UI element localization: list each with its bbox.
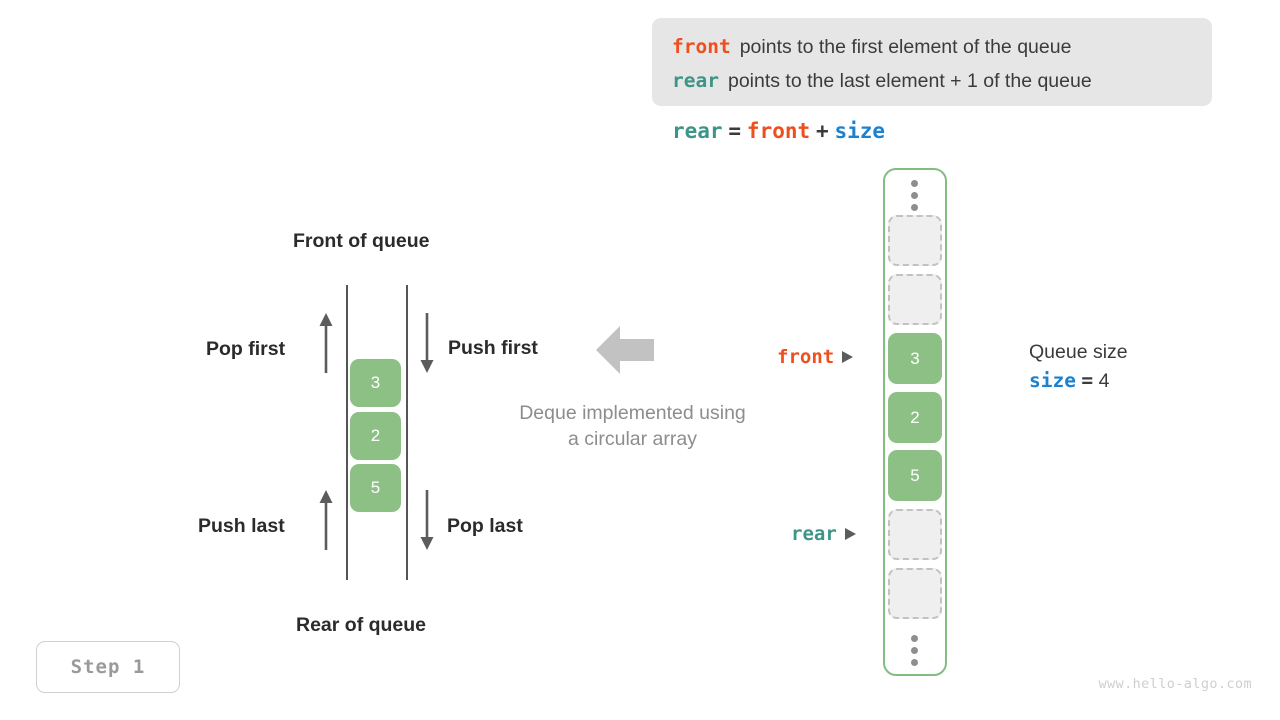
legend-keyword-rear: rear: [672, 69, 719, 92]
size-equals: =: [1081, 369, 1094, 392]
rear-pointer-text: rear: [791, 523, 837, 545]
array-slot: 5: [888, 450, 942, 501]
push-first-label: Push first: [448, 337, 538, 359]
legend-description-rear: points to the last element + 1 of the qu…: [727, 70, 1092, 92]
formula-lhs: rear: [672, 119, 723, 143]
front-pointer-caret-icon: [842, 351, 854, 363]
formula-size: size: [834, 119, 886, 143]
pop-last-arrow-icon: [420, 490, 434, 550]
formula-plus: +: [815, 119, 829, 143]
push-last-label: Push last: [198, 515, 285, 537]
queue-size-title: Queue size: [1029, 341, 1128, 363]
front-of-queue-label: Front of queue: [293, 230, 430, 252]
legend-keyword-front: front: [672, 35, 731, 58]
deque-rail-right: [406, 285, 408, 580]
front-pointer-text: front: [777, 346, 835, 368]
legend-box: front points to the first element of the …: [652, 18, 1212, 106]
circular-array-frame: [883, 168, 947, 676]
array-slot: [888, 568, 942, 619]
ellipsis-bottom-icon: [911, 635, 919, 671]
front-pointer-label: front: [777, 346, 854, 368]
rear-pointer-label: rear: [791, 523, 856, 545]
legend-description-front: points to the first element of the queue: [739, 36, 1072, 58]
pop-first-arrow-icon: [319, 313, 333, 373]
array-slot: 3: [888, 333, 942, 384]
array-slot: [888, 274, 942, 325]
watermark: www.hello-algo.com: [1098, 676, 1252, 692]
size-value: 4: [1098, 370, 1110, 392]
step-badge: Step 1: [36, 641, 180, 693]
push-last-arrow-icon: [319, 490, 333, 550]
pop-last-label: Pop last: [447, 515, 523, 537]
queue-size-expression: size = 4: [1029, 366, 1128, 396]
size-variable: size: [1029, 369, 1076, 392]
deque-cell: 5: [350, 464, 401, 512]
deque-cell: 2: [350, 412, 401, 460]
ellipsis-top-icon: [911, 180, 919, 216]
queue-size-block: Queue size size = 4: [1029, 338, 1128, 396]
deque-rail-left: [346, 285, 348, 580]
array-slot: [888, 509, 942, 560]
pointer-formula: rear = front + size: [672, 119, 885, 144]
mapping-arrow-icon: [596, 326, 654, 374]
array-slot: 2: [888, 392, 942, 443]
formula-equals: =: [728, 119, 742, 143]
rear-pointer-caret-icon: [844, 528, 856, 540]
diagram-caption: Deque implemented using a circular array: [470, 400, 795, 452]
rear-of-queue-label: Rear of queue: [296, 614, 427, 636]
push-first-arrow-icon: [420, 313, 434, 373]
legend-line-rear: rear points to the last element + 1 of th…: [672, 64, 1194, 98]
pop-first-label: Pop first: [206, 338, 286, 360]
caption-line-1: Deque implemented using: [519, 402, 746, 424]
formula-front: front: [746, 119, 811, 143]
array-slot: [888, 215, 942, 266]
legend-line-front: front points to the first element of the …: [672, 30, 1194, 64]
step-badge-label: Step 1: [70, 656, 146, 678]
deque-cell: 3: [350, 359, 401, 407]
caption-line-2: a circular array: [568, 428, 697, 450]
